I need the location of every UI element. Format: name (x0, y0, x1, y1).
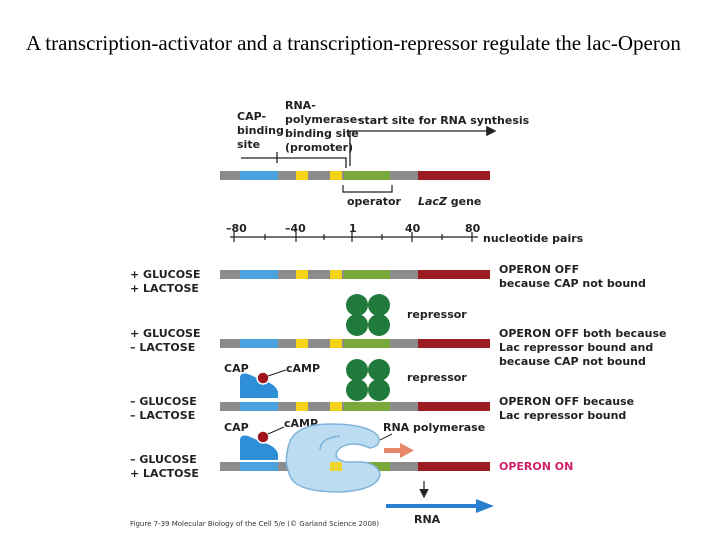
rna-label: RNA (414, 513, 441, 526)
lactose-condition: + LACTOSE (130, 282, 199, 295)
repressor-1: repressor (346, 294, 467, 336)
glucose-condition: + GLUCOSE (130, 327, 201, 340)
glucose-condition: – GLUCOSE (130, 453, 197, 466)
glucose-condition: – GLUCOSE (130, 395, 197, 408)
rna-transcript: RNA (386, 481, 494, 526)
polymerase-direction-arrow (384, 443, 414, 458)
operator-region (344, 171, 390, 180)
tick-label: –40 (285, 222, 306, 235)
condition-row-2: + GLUCOSE – LACTOSE OPERON OFF both beca… (130, 327, 670, 368)
dna-row (220, 270, 490, 279)
cap-label: CAP (224, 421, 249, 434)
dna-top (220, 171, 490, 180)
lactose-condition: – LACTOSE (130, 409, 195, 422)
repressor-label: repressor (407, 308, 467, 321)
promoter-box-35 (296, 171, 308, 180)
rna-polymerase: RNA polymerase (285, 421, 485, 493)
cap-label: CAP (224, 362, 249, 375)
gene-label: LacZ gene (418, 195, 481, 208)
repressor-2: repressor (346, 359, 467, 401)
operon-status: OPERON OFF both because Lac repressor bo… (499, 327, 670, 368)
tick-label: 40 (405, 222, 421, 235)
tick-label: 80 (465, 222, 481, 235)
promoter-box-10 (330, 171, 342, 180)
lactose-condition: + LACTOSE (130, 467, 199, 480)
rna-polymerase-label: RNA polymerase (383, 421, 485, 434)
scale-unit-label: nucleotide pairs (483, 232, 584, 245)
operator-label: operator (347, 195, 402, 208)
top-brackets (241, 125, 497, 168)
camp-label: cAMP (286, 362, 320, 375)
operon-status: OPERON OFF because CAP not bound (499, 263, 646, 290)
top-labels: CAP- binding site RNA- polymerase- bindi… (237, 99, 530, 154)
start-site-label: start site for RNA synthesis (358, 114, 530, 127)
rnap-site-label: RNA- polymerase- binding site (promoter) (285, 99, 366, 154)
operator-label-group: operator (342, 185, 402, 208)
tick-label: 1 (349, 222, 357, 235)
cap-camp-complex-1: CAP cAMP (224, 362, 320, 398)
operon-status: OPERON ON (499, 460, 573, 473)
repressor-label: repressor (407, 371, 467, 384)
condition-row-1: + GLUCOSE + LACTOSE OPERON OFF because C… (130, 263, 646, 295)
cap-camp-complex-2: CAP cAMP (224, 417, 318, 460)
slide-title: A transcription-activator and a transcri… (26, 31, 681, 55)
figure-caption: Figure 7-39 Molecular Biology of the Cel… (130, 520, 379, 528)
operon-status: OPERON OFF because Lac repressor bound (499, 395, 638, 422)
glucose-condition: + GLUCOSE (130, 268, 201, 281)
dna-row (220, 339, 490, 348)
tick-label: –80 (226, 222, 247, 235)
lactose-condition: – LACTOSE (130, 341, 195, 354)
scale-bar: –80 –40 1 40 80 nucleotide pairs (226, 222, 584, 245)
cap-binding-site (240, 171, 278, 180)
condition-row-3: – GLUCOSE – LACTOSE OPERON OFF because L… (130, 395, 638, 422)
lacz-gene (418, 171, 490, 180)
cap-site-label: CAP- binding site (237, 110, 288, 151)
dna-row (220, 402, 490, 411)
